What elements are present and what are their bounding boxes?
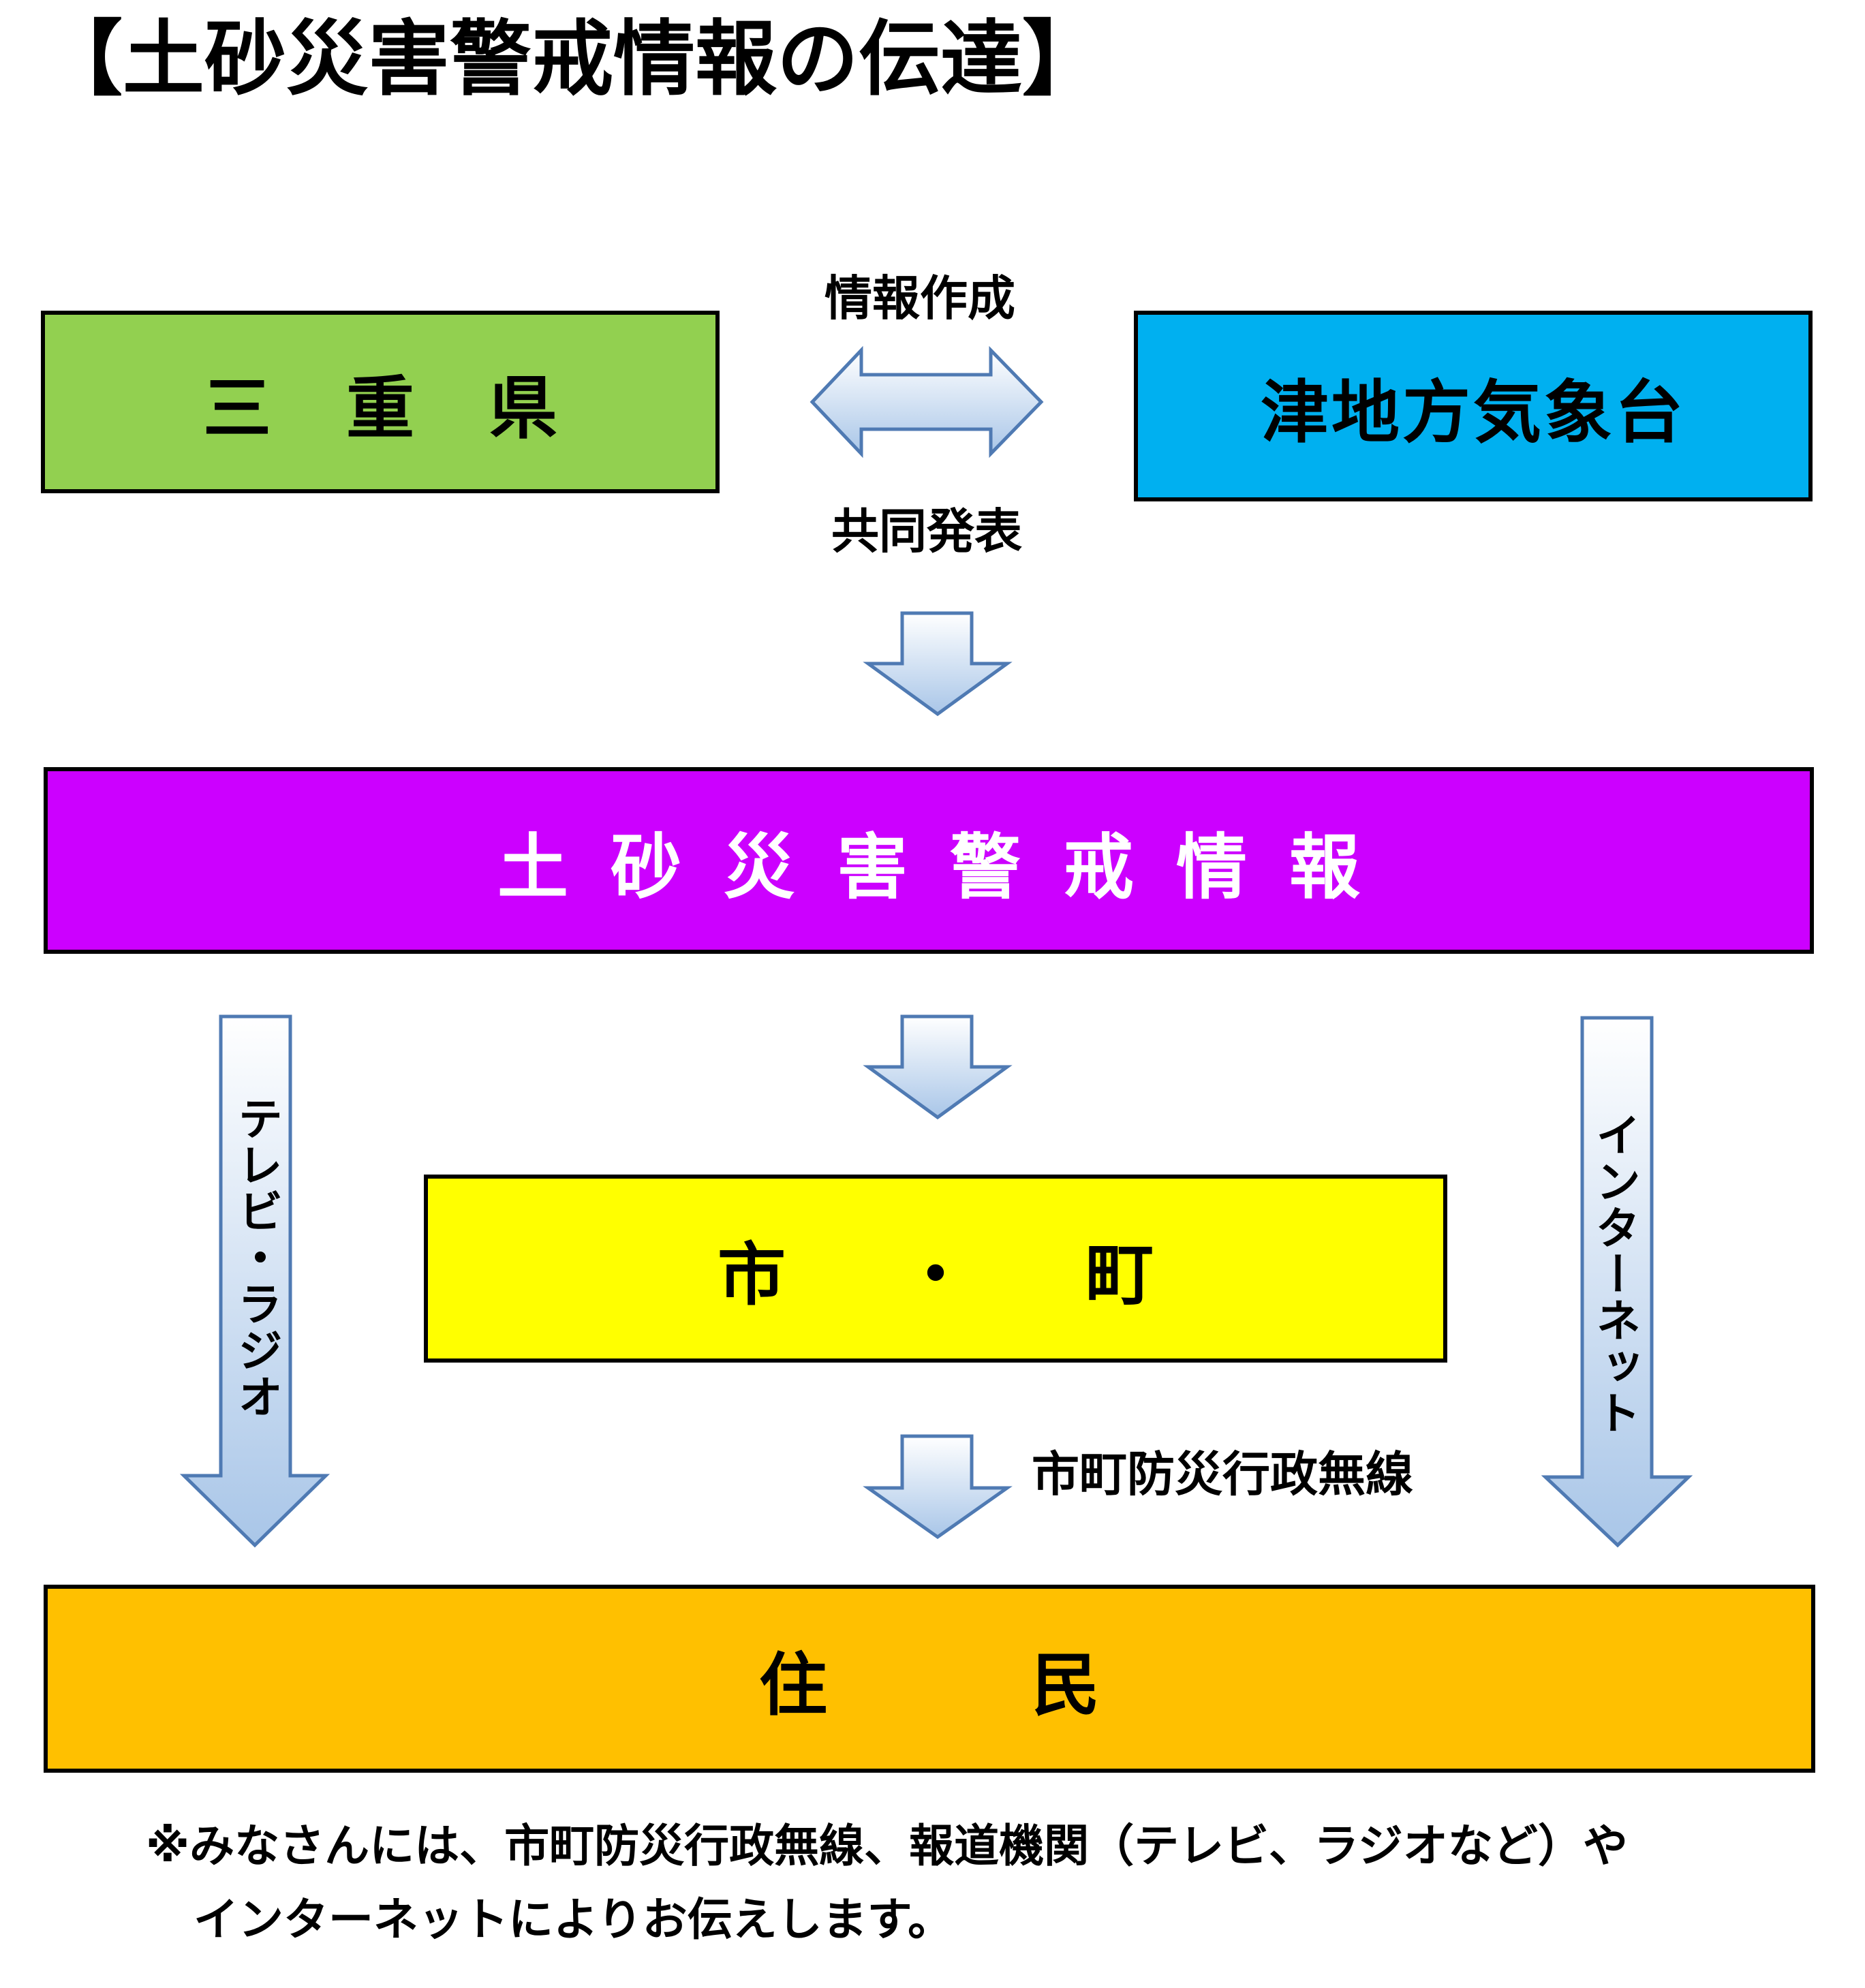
internet-label: インターネット bbox=[1588, 1112, 1641, 1436]
city-town-label: 市・町 bbox=[718, 1234, 1269, 1315]
tv-radio-label: テレビ・ラジオ bbox=[230, 1096, 283, 1420]
mie-prefecture-box: 三重県 bbox=[41, 311, 720, 493]
residents-box: 住民 bbox=[44, 1585, 1815, 1773]
city-town-box: 市・町 bbox=[424, 1175, 1447, 1363]
page-title: 【土砂災害警戒情報の伝達】 bbox=[41, 12, 1104, 107]
tsu-weather-office-label: 津地方気象台 bbox=[1261, 372, 1686, 452]
tsu-weather-office-box: 津地方気象台 bbox=[1134, 311, 1813, 501]
down-arrow-icon bbox=[863, 1434, 1013, 1540]
joint-announcement-label: 共同発表 bbox=[831, 503, 1022, 559]
footnote-line-2: インターネットによりお伝えします。 bbox=[194, 1893, 953, 1946]
landslide-alert-box: 土砂災害警戒情報 bbox=[44, 767, 1814, 954]
landslide-alert-label: 土砂災害警戒情報 bbox=[497, 825, 1402, 909]
down-arrow-icon bbox=[863, 1014, 1013, 1120]
mie-prefecture-label: 三重県 bbox=[203, 368, 632, 448]
disaster-radio-label: 市町防災行政無線 bbox=[1032, 1446, 1413, 1502]
info-creation-label: 情報作成 bbox=[824, 270, 1015, 326]
long-down-arrow-icon bbox=[1541, 1016, 1693, 1548]
long-down-arrow-icon bbox=[179, 1014, 330, 1548]
footnote-line-1: ※みなさんには、市町防災行政無線、報道機関（テレビ、ラジオなど）や bbox=[146, 1820, 1628, 1872]
double-arrow-icon bbox=[810, 345, 1044, 459]
down-arrow-icon bbox=[863, 611, 1013, 717]
residents-label: 住民 bbox=[759, 1645, 1304, 1725]
